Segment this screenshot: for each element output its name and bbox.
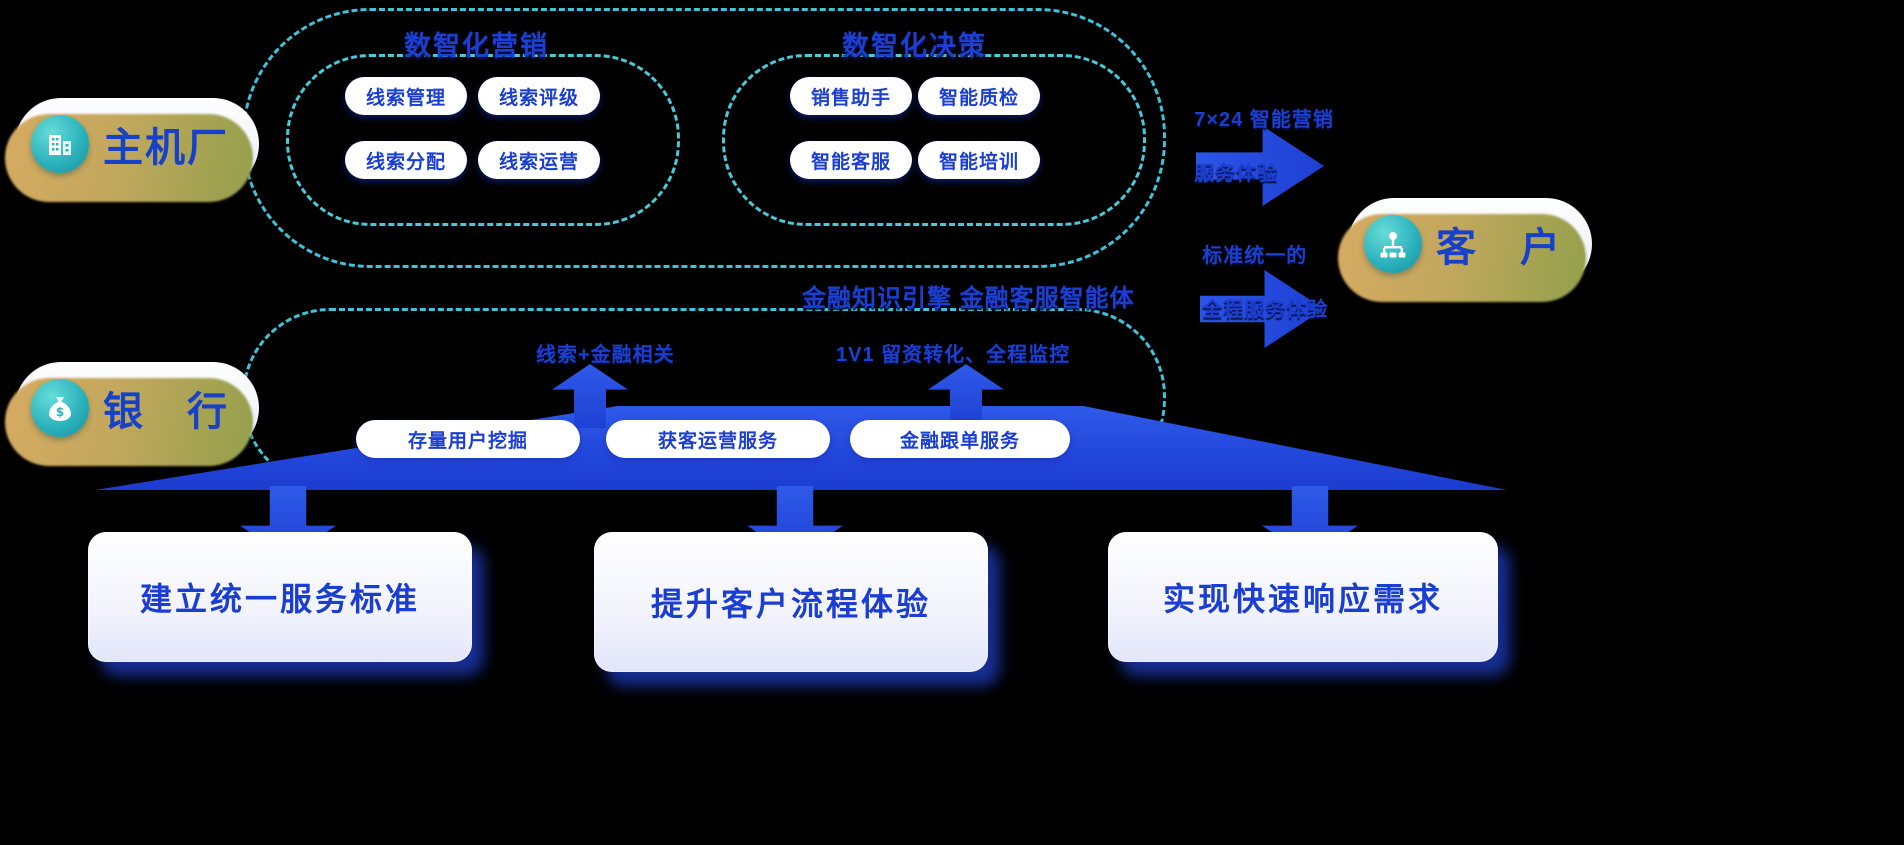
engine-label: 金融知识引擎 金融客服智能体 [802, 285, 1135, 312]
flow-note-bottom-line1: 标准统一的 [1202, 245, 1308, 267]
capability-pill: 智能培训 [918, 141, 1040, 179]
svg-text:$: $ [56, 405, 64, 419]
badge-bank-label: 银 行 [103, 390, 229, 434]
flow-note-top-line2: 服务体验 [1194, 163, 1279, 185]
flow-note-top: 7×24 智能营销 服务体验 [1168, 80, 1334, 215]
goal-box: 建立统一服务标准 [88, 532, 472, 662]
badge-customer-label: 客 户 [1436, 226, 1562, 270]
flow-note-bottom-line2: 全程服务体验 [1202, 299, 1329, 321]
badge-oem: 主机厂 [15, 98, 259, 190]
badge-bank: $ 银 行 [15, 362, 259, 454]
bank-note-right: 1V1 留资转化、全程监控 [836, 344, 1071, 366]
capability-pill: 线索分配 [345, 141, 467, 179]
marketing-zone-title: 数智化营销 [404, 31, 549, 61]
capability-pill: 线索管理 [345, 77, 467, 115]
decision-zone-border [722, 54, 1146, 226]
flow-note-bottom: 标准统一的 全程服务体验 [1176, 216, 1328, 351]
service-pill: 获客运营服务 [606, 420, 830, 458]
building-icon [31, 115, 89, 173]
marketing-zone-border [286, 54, 680, 226]
badge-oem-label: 主机厂 [103, 126, 229, 170]
service-pill: 金融跟单服务 [850, 420, 1070, 458]
goal-box: 提升客户流程体验 [594, 532, 988, 672]
org-chart-icon [1364, 215, 1422, 273]
goal-box: 实现快速响应需求 [1108, 532, 1498, 662]
money-bag-icon: $ [31, 379, 89, 437]
service-pill: 存量用户挖掘 [356, 420, 580, 458]
capability-pill: 销售助手 [790, 77, 912, 115]
capability-pill: 线索运营 [478, 141, 600, 179]
bank-note-left: 线索+金融相关 [536, 344, 675, 366]
badge-customer: 客 户 [1348, 198, 1592, 290]
decision-zone-title: 数智化决策 [842, 31, 987, 61]
flow-note-top-line1: 7×24 智能营销 [1194, 109, 1334, 131]
capability-pill: 智能质检 [918, 77, 1040, 115]
capability-pill: 智能客服 [790, 141, 912, 179]
capability-pill: 线索评级 [478, 77, 600, 115]
